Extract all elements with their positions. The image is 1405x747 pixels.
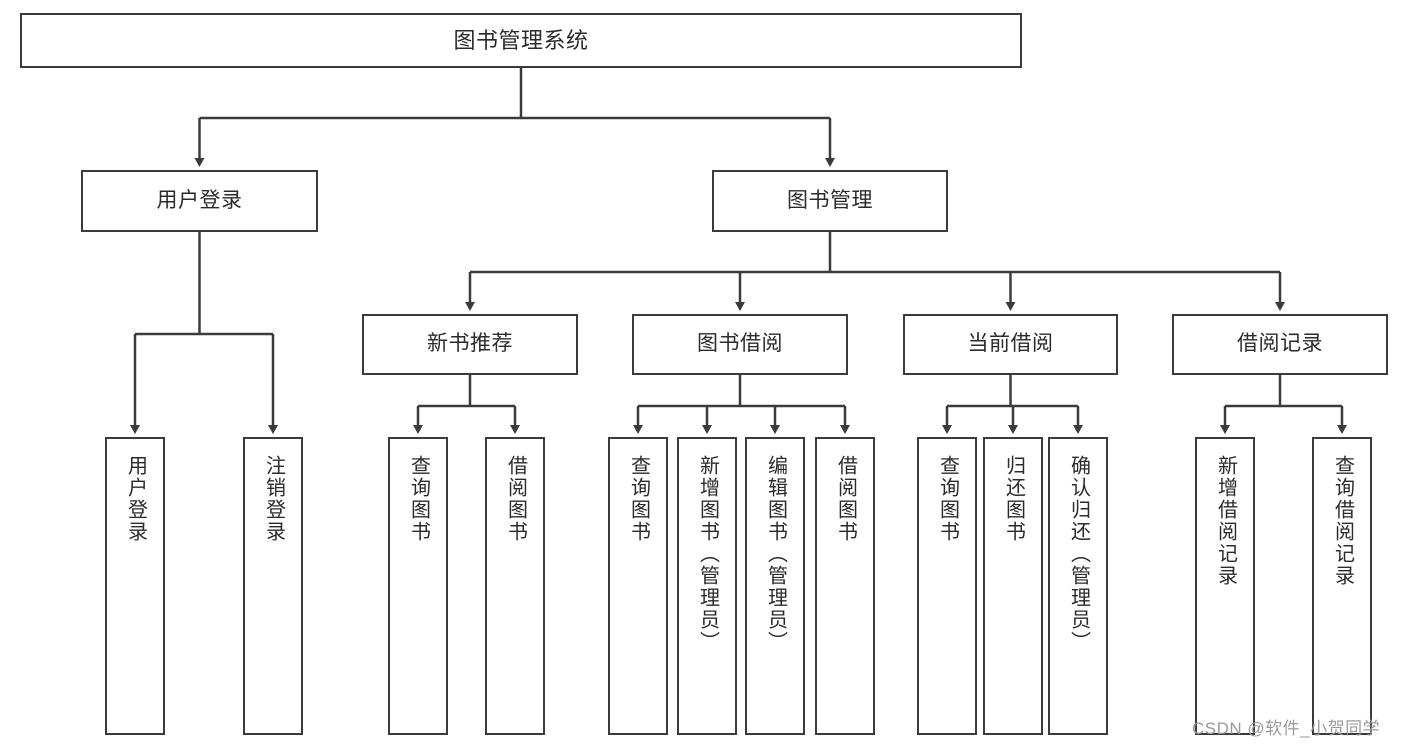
node-label: 查询图书 [936,455,959,543]
node-label: 当前借阅 [967,332,1054,356]
node-label: 借阅记录 [1237,332,1323,356]
node-label: 查询图书 [407,455,430,543]
node-leaf-query-record[interactable]: 查询借阅记录 [1312,437,1372,735]
node-label: 新书推荐 [427,332,513,356]
node-label: 归还图书 [1002,455,1025,543]
node-book-manage[interactable]: 图书管理 [712,170,948,232]
node-new-book-recommend[interactable]: 新书推荐 [362,314,578,375]
node-leaf-return-book[interactable]: 归还图书 [983,437,1043,735]
node-label: 图书管理系统 [453,27,589,53]
node-leaf-query-book-a[interactable]: 查询图书 [388,437,448,735]
node-user-login[interactable]: 用户登录 [81,170,318,232]
node-current-borrow[interactable]: 当前借阅 [903,314,1118,375]
node-label: 用户登录 [124,455,147,543]
node-label: 图书借阅 [697,332,783,356]
node-label: 确认归还（管理员） [1067,455,1090,653]
node-borrow-record[interactable]: 借阅记录 [1172,314,1388,375]
node-book-borrow[interactable]: 图书借阅 [632,314,848,375]
node-label: 新增借阅记录 [1214,455,1237,587]
node-label: 借阅图书 [834,455,857,543]
node-root[interactable]: 图书管理系统 [20,13,1022,68]
node-leaf-borrow-book-b[interactable]: 借阅图书 [815,437,875,735]
node-label: 图书管理 [787,188,873,212]
node-leaf-borrow-book-a[interactable]: 借阅图书 [485,437,545,735]
node-label: 编辑图书（管理员） [764,455,787,653]
node-leaf-add-book[interactable]: 新增图书（管理员） [677,437,737,735]
node-leaf-query-book-b[interactable]: 查询图书 [608,437,668,735]
node-label: 查询图书 [627,455,650,543]
node-leaf-add-record[interactable]: 新增借阅记录 [1195,437,1255,735]
watermark: CSDN @软件_小贺同学 [1192,719,1381,738]
node-leaf-user-login[interactable]: 用户登录 [105,437,165,735]
node-leaf-confirm-return[interactable]: 确认归还（管理员） [1048,437,1108,735]
node-leaf-edit-book[interactable]: 编辑图书（管理员） [745,437,805,735]
node-label: 用户登录 [156,188,243,212]
node-label: 查询借阅记录 [1331,455,1354,587]
node-leaf-query-book-c[interactable]: 查询图书 [917,437,977,735]
node-label: 借阅图书 [504,455,527,543]
node-leaf-logout[interactable]: 注销登录 [243,437,303,735]
node-label: 注销登录 [262,455,285,543]
node-label: 新增图书（管理员） [696,455,719,653]
